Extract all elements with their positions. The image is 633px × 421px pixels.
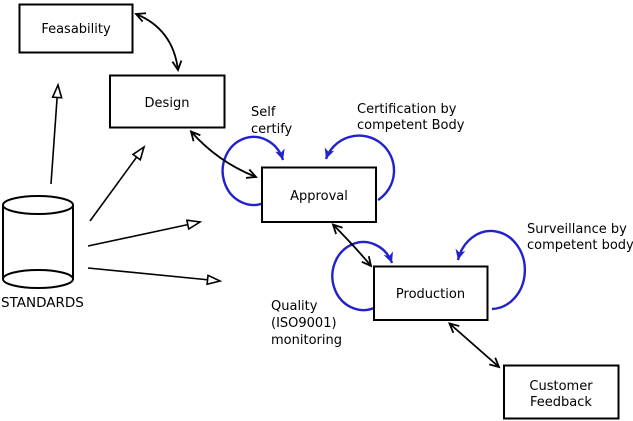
arrow-standards-to-design [89, 147, 144, 222]
customer-feedback-label-line1: Customer [529, 379, 593, 394]
customer-feedback-node [503, 364, 620, 420]
production-node [373, 265, 489, 321]
annotation-self-certify-line2: certify [251, 122, 293, 137]
design-label: Design [145, 96, 190, 111]
annotation-surveillance-line2: competent body [527, 238, 633, 253]
annotation-certification-line1: Certification by [357, 102, 457, 117]
arrow-standards-to-production [87, 267, 220, 281]
annotation-quality-line2: (ISO9001) [271, 316, 337, 331]
arrow-approval-production [331, 223, 373, 268]
approval-label: Approval [290, 189, 348, 204]
feasability-node [18, 3, 134, 54]
standards-cylinder-icon [2, 195, 74, 289]
arrow-design-approval [189, 129, 258, 179]
arrow-standards-to-approval [87, 222, 200, 247]
approval-node [261, 166, 377, 223]
annotation-quality-line1: Quality [271, 299, 318, 314]
arrow-production-customer-feedback [447, 322, 501, 369]
feasability-label: Feasability [41, 22, 111, 37]
customer-feedback-label-line2: Feedback [530, 395, 592, 410]
production-label: Production [396, 287, 465, 302]
annotation-quality-line3: monitoring [271, 333, 342, 348]
arrow-feasability-design [134, 12, 183, 72]
self-loop-approval-right [324, 134, 396, 202]
design-node [109, 74, 226, 129]
self-loop-production-right [455, 229, 527, 311]
annotation-certification-line2: competent Body [357, 118, 465, 133]
arrow-standards-to-feasability [50, 85, 58, 185]
annotation-self-certify-line1: Self [251, 105, 276, 120]
annotation-surveillance-line1: Surveillance by [527, 222, 627, 237]
standards-label: STANDARDS [1, 295, 84, 311]
